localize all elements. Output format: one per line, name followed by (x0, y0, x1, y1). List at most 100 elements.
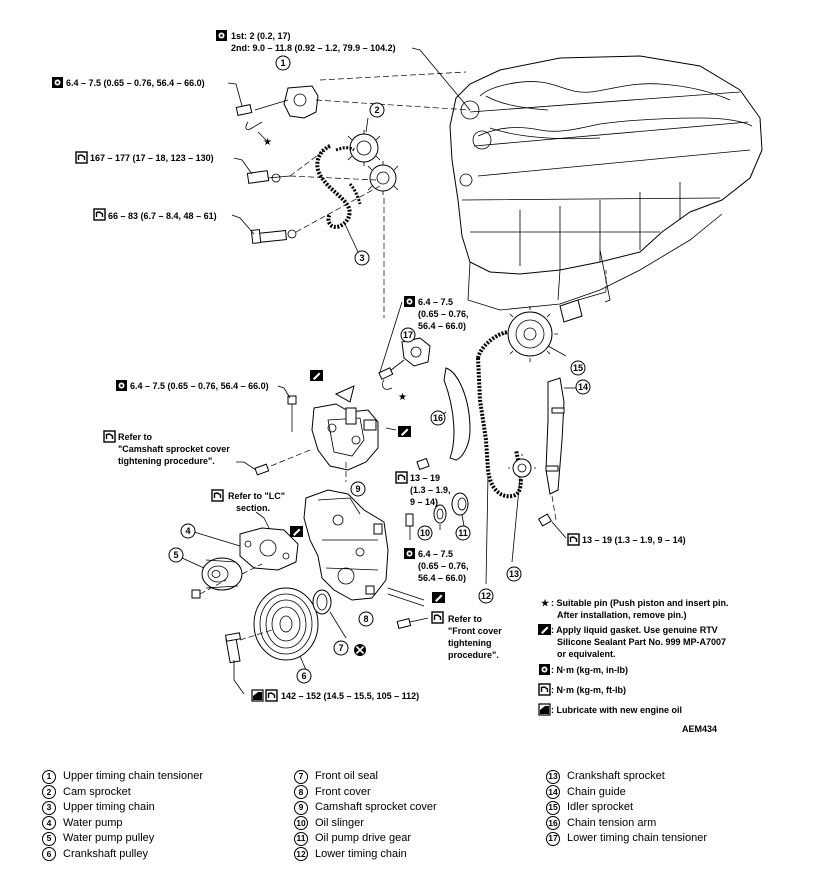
legend-number: 15 (546, 800, 560, 815)
lower-timing-chain (476, 330, 523, 499)
figure-code: AEM434 (682, 724, 718, 734)
torque-label-tensioner-bolt: 6.4 – 7.5 (0.65 – 0.76, 56.4 – 66.0) (66, 78, 205, 88)
cover-bolt (287, 395, 297, 432)
oil-slinger (433, 504, 447, 524)
cam-cover-bolt (254, 463, 270, 476)
note-oil: : Lubricate with new engine oil (551, 705, 682, 715)
lower-timing-chain-tensioner (378, 337, 431, 390)
front-cover-top-bolt (405, 513, 414, 527)
callout-circle-1 (275, 55, 291, 71)
front-cover (303, 489, 389, 601)
legend-number: 1 (42, 769, 56, 784)
torque-ftlb-icon (75, 151, 88, 164)
note-nm-ftlb: : N·m (kg-m, ft-lb) (551, 685, 626, 695)
refer-front-4: procedure". (448, 650, 499, 660)
legend-label: Chain tension arm (567, 816, 657, 829)
legend-number: 5 (42, 831, 56, 846)
callout-number-3: 3 (359, 253, 364, 263)
callout-circle-12 (478, 588, 494, 604)
callout-circle-16 (430, 410, 446, 426)
pin-star-icon: ★ (398, 392, 407, 403)
torque-label-arm-bolt-2: (1.3 – 1.9, (410, 485, 451, 495)
note-gasket-1: : Apply liquid gasket. Use genuine RTV (551, 625, 718, 635)
legend-label: Chain guide (567, 785, 626, 798)
callout-number-7: 7 (338, 643, 343, 653)
callout-circle-7 (333, 640, 349, 656)
cam-sprocket-upper (347, 130, 381, 166)
callout-number-17: 17 (403, 330, 413, 340)
refer-cam-cover-1: Refer to (118, 432, 153, 442)
legend-label: Upper timing chain (63, 801, 155, 813)
callout-number-8: 8 (363, 614, 368, 624)
callout-circle-4 (180, 523, 196, 539)
legend-number: 10 (294, 816, 308, 831)
torque-label-front-bolt-3: 56.4 – 66.0) (418, 573, 466, 583)
refer-front-3: tightening (448, 638, 492, 648)
torque-label-lower-tensioner-3: 56.4 – 66.0) (418, 321, 466, 331)
torque-ftlb-icon (93, 208, 106, 221)
torque-label-cam-bolt-66: 66 – 83 (6.7 – 8.4, 48 – 61) (108, 211, 217, 221)
note-star-1: : Suitable pin (Push piston and insert p… (551, 598, 729, 608)
liquid-gasket-icon (310, 370, 323, 381)
torque-ftlb-icon (431, 611, 444, 624)
torque-label-1st: 1st: 2 (0.2, 17) (231, 31, 291, 41)
callout-circle-8 (358, 611, 374, 627)
water-pump (239, 527, 299, 571)
upper-timing-chain (315, 144, 362, 229)
legend-number: 14 (546, 785, 560, 800)
front-oil-seal (312, 589, 332, 615)
front-cover-bolts (387, 587, 429, 629)
refer-front-1: Refer to (448, 614, 483, 624)
pin-star-icon: ★ (263, 137, 272, 148)
callout-number-5: 5 (173, 550, 178, 560)
callout-number-1: 1 (280, 58, 285, 68)
torque-inlb-icon (404, 296, 415, 307)
legend-label: Crankshaft sprocket (567, 770, 665, 782)
guide-bolt (537, 513, 553, 527)
callout-circle-2 (369, 102, 385, 118)
legend-label: Cam sprocket (63, 785, 131, 798)
lubricate-oil-icon (538, 703, 551, 716)
refer-cam-cover-3: tightening procedure". (118, 456, 215, 466)
cam-sprocket-lower (367, 161, 399, 195)
legend-item-6: 6 Crankshaft pulley (42, 847, 203, 863)
callout-circle-14 (575, 379, 591, 395)
upper-timing-chain-tensioner (235, 85, 319, 130)
torque-label-lower-tensioner-2: (0.65 – 0.76, (418, 309, 469, 319)
callout-number-9: 9 (355, 484, 360, 494)
callout-circle-15 (570, 360, 586, 376)
callout-number-6: 6 (301, 671, 306, 681)
torque-label-2nd: 2nd: 9.0 – 11.8 (0.92 – 1.2, 79.9 – 104.… (231, 43, 396, 53)
callout-circle-13 (506, 566, 522, 582)
legend-number: 6 (42, 847, 56, 862)
legend-label: Water pump (63, 816, 123, 829)
torque-ftlb-icon (567, 533, 580, 546)
torque-ftlb-icon (265, 689, 278, 702)
legend-item-5: 5 Water pump pulley (42, 831, 203, 847)
callout-number-10: 10 (420, 528, 430, 538)
torque-ftlb-icon (538, 683, 551, 696)
refer-front-2: "Front cover (448, 626, 502, 636)
do-not-reuse-icon (354, 644, 366, 656)
idler-sprocket (502, 291, 607, 362)
crankshaft-pulley-bolt (225, 632, 241, 664)
torque-label-arm-bolt-3: 9 – 14) (410, 497, 438, 507)
legend-number: 9 (294, 800, 308, 815)
callout-number-4: 4 (185, 526, 190, 536)
callout-circle-5 (168, 547, 184, 563)
callout-number-15: 15 (573, 363, 583, 373)
cam-sprocket-bolt-66 (250, 229, 297, 244)
legend-label: Crankshaft pulley (63, 847, 148, 860)
note-nm-inlb: : N·m (kg-m, in-lb) (551, 665, 628, 675)
torque-inlb-icon (404, 548, 415, 559)
legend-label: Water pump pulley (63, 832, 155, 844)
lubricate-oil-icon (251, 689, 264, 702)
